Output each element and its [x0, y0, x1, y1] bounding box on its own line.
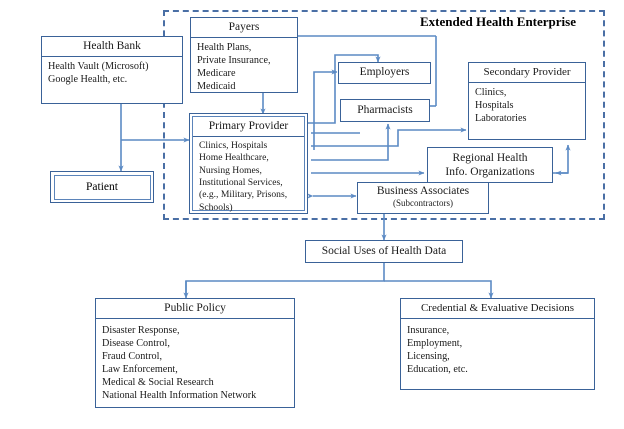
public-policy-body: Disaster Response, Disease Control, Frau…: [96, 319, 294, 404]
node-payers[interactable]: Payers Health Plans, Private Insurance, …: [190, 17, 298, 93]
primary-provider-line-1: Home Healthcare,: [199, 152, 269, 164]
primary-provider-line-0: Clinics, Hospitals: [199, 140, 268, 152]
public-policy-line-5: National Health Information Network: [102, 390, 257, 402]
node-secondary-provider[interactable]: Secondary Provider Clinics, Hospitals La…: [468, 62, 586, 140]
node-public-policy[interactable]: Public Policy Disaster Response, Disease…: [95, 298, 295, 408]
credential-decisions-line-1: Employment,: [407, 337, 463, 349]
primary-provider-line-4: (e.g., Military, Prisons,: [199, 189, 288, 201]
node-social-uses[interactable]: Social Uses of Health Data: [305, 240, 463, 263]
node-primary-provider[interactable]: Primary Provider Clinics, Hospitals Home…: [189, 113, 308, 214]
node-business-associates[interactable]: Business Associates (Subcontractors): [357, 182, 489, 214]
secondary-provider-line-2: Laboratories: [475, 112, 527, 124]
secondary-provider-line-0: Clinics,: [475, 86, 507, 98]
node-regional-health[interactable]: Regional Health Info. Organizations: [427, 147, 553, 183]
health-bank-line-0: Health Vault (Microsoft): [48, 61, 149, 73]
patient-title: Patient: [53, 174, 151, 200]
payers-line-1: Private Insurance,: [197, 55, 271, 67]
public-policy-title: Public Policy: [96, 299, 294, 320]
secondary-provider-line-1: Hospitals: [475, 99, 514, 111]
payers-line-0: Health Plans,: [197, 42, 252, 54]
secondary-provider-body: Clinics, Hospitals Laboratories: [469, 83, 585, 127]
credential-decisions-line-0: Insurance,: [407, 324, 450, 336]
node-pharmacists[interactable]: Pharmacists: [340, 99, 430, 122]
employers-title: Employers: [359, 66, 410, 79]
node-health-bank[interactable]: Health Bank Health Vault (Microsoft) Goo…: [41, 36, 183, 104]
node-employers[interactable]: Employers: [338, 62, 431, 84]
primary-provider-line-2: Nursing Homes,: [199, 164, 262, 176]
regional-health-line-1: Regional Health: [452, 152, 528, 164]
pharmacists-title: Pharmacists: [357, 103, 413, 116]
payers-line-2: Medicare: [197, 68, 236, 80]
credential-decisions-title: Credential & Evaluative Decisions: [401, 299, 594, 319]
primary-provider-line-5: Schools): [199, 201, 233, 213]
edge-social-uses-trunk: [185, 263, 385, 296]
primary-provider-inner: Primary Provider Clinics, Hospitals Home…: [192, 116, 305, 213]
payers-body: Health Plans, Private Insurance, Medicar…: [191, 38, 297, 95]
business-associates-body: Business Associates (Subcontractors): [358, 183, 488, 211]
node-patient[interactable]: Patient: [50, 171, 154, 203]
credential-decisions-body: Insurance, Employment, Licensing, Educat…: [401, 319, 594, 378]
health-bank-line-1: Google Health, etc.: [48, 74, 128, 86]
health-bank-body: Health Vault (Microsoft) Google Health, …: [42, 57, 182, 88]
social-uses-title: Social Uses of Health Data: [321, 244, 447, 257]
payers-title: Payers: [191, 18, 297, 39]
public-policy-line-4: Medical & Social Research: [102, 377, 214, 389]
primary-provider-line-3: Institutional Services,: [199, 177, 283, 189]
public-policy-line-0: Disaster Response,: [102, 325, 180, 337]
primary-provider-title: Primary Provider: [193, 117, 304, 138]
secondary-provider-title: Secondary Provider: [469, 63, 585, 83]
edge-social-uses-credential-decisions: [384, 280, 494, 299]
regional-health-body: Regional Health Info. Organizations: [428, 148, 552, 184]
public-policy-line-2: Fraud Control,: [102, 351, 162, 363]
business-associates-title: Business Associates: [376, 185, 470, 197]
regional-health-line-2: Info. Organizations: [445, 165, 535, 178]
public-policy-line-3: Law Enforcement,: [102, 364, 178, 376]
extended-health-enterprise-title: Extended Health Enterprise: [420, 14, 576, 29]
health-bank-title: Health Bank: [42, 37, 182, 58]
payers-line-3: Medicaid: [197, 81, 236, 93]
public-policy-line-1: Disease Control,: [102, 338, 170, 350]
credential-decisions-line-2: Licensing,: [407, 350, 450, 362]
node-credential-decisions[interactable]: Credential & Evaluative Decisions Insura…: [400, 298, 595, 390]
primary-provider-body: Clinics, Hospitals Home Healthcare, Nurs…: [193, 137, 304, 216]
business-associates-subtitle: (Subcontractors): [393, 197, 453, 208]
credential-decisions-line-3: Education, etc.: [407, 363, 468, 375]
